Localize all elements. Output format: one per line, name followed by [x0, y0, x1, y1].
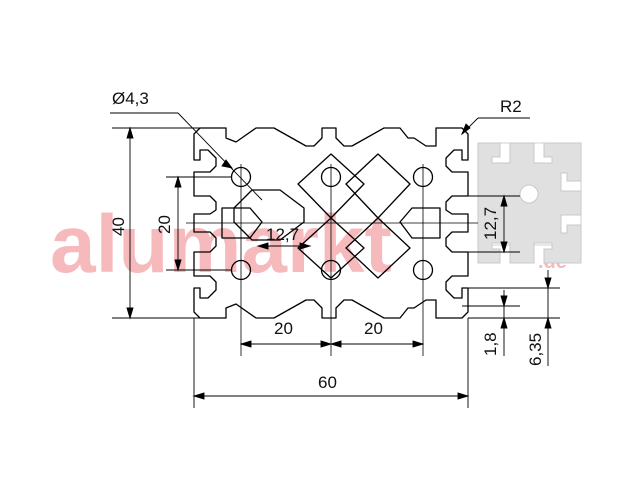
watermark-text: alumarkt	[50, 199, 392, 290]
width-total-label: 60	[318, 373, 337, 392]
radius-label: R2	[500, 97, 522, 116]
slot-width-v-label: 12,7	[481, 207, 500, 240]
profile-thumbnail	[477, 142, 582, 264]
pitch-right-label: 20	[364, 319, 383, 338]
cavity-left	[233, 189, 305, 241]
slot-width-h-label: 12,7	[266, 225, 299, 244]
slot-depth-label: 6,35	[526, 333, 545, 366]
wall-label: 1,8	[481, 332, 500, 356]
height-total-label: 40	[109, 217, 128, 236]
dimension-texts: Ø4,3 R2 40 20 12,7 12,7 20 20 60 1,8 6,3…	[109, 89, 545, 392]
outer-contour	[193, 127, 469, 319]
cavity-inner-right	[399, 207, 441, 239]
cavity-inner-left	[221, 207, 263, 239]
cavity-diamond-4	[345, 217, 411, 279]
height-inner-label: 20	[155, 215, 174, 234]
pitch-left-label: 20	[274, 319, 293, 338]
center-lines	[186, 164, 478, 356]
diameter-label: Ø4,3	[112, 89, 149, 108]
dimension-lines	[110, 112, 560, 408]
